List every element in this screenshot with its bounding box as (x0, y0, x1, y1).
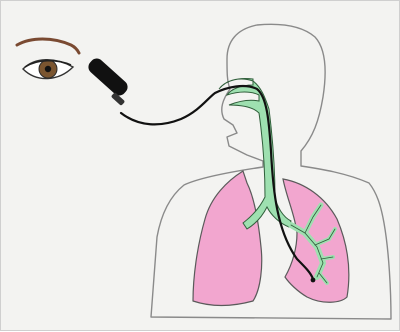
left-lung (283, 179, 349, 302)
scope-tip (311, 278, 316, 283)
right-lung (193, 171, 262, 306)
endoscope-icon (86, 56, 131, 106)
eye-icon (17, 39, 79, 79)
